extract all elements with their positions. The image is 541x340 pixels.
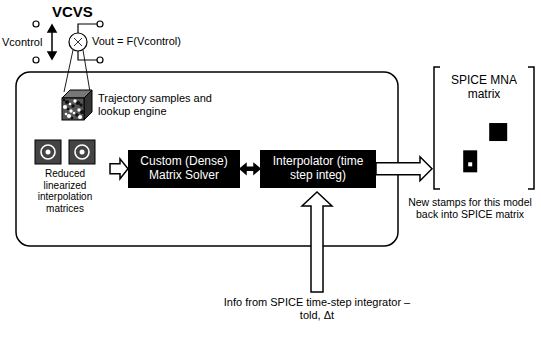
connector-arrow: [240, 164, 260, 174]
control-arrow: [48, 25, 56, 59]
annotation-label: Vout = F(Vcontrol): [92, 35, 202, 48]
matrix-icons: Reduced linearized interpolation matrice…: [20, 138, 110, 216]
node-text: Reduced linearized interpolation matrice…: [24, 168, 106, 214]
leader-line: [64, 50, 90, 92]
annotation-label: Vcontrol: [2, 36, 48, 49]
connector-arrow: [110, 159, 128, 179]
node-text: Interpolator (time step integ): [266, 155, 370, 183]
process-box: Custom (Dense) Matrix Solver: [128, 150, 240, 188]
info-arrow: [302, 192, 332, 292]
lookup-cube: [60, 88, 94, 122]
annotation-label: Info from SPICE time-step integrator – t…: [222, 296, 412, 321]
annotation-label: New stamps for this model back into SPIC…: [402, 196, 538, 220]
title-label: VCVS: [52, 3, 112, 20]
matrix-node: SPICE MNA matrix: [432, 66, 536, 190]
node-text: Custom (Dense) Matrix Solver: [134, 155, 234, 183]
process-box: Interpolator (time step integ): [260, 150, 376, 188]
connector-arrow: [376, 157, 432, 181]
lookup-engine: Trajectory samples and lookup engine: [60, 86, 220, 120]
node-text: Trajectory samples and lookup engine: [98, 92, 218, 117]
node-text: SPICE MNA matrix: [444, 74, 524, 102]
matrix-icons-symbol: [20, 138, 110, 166]
model-enclosure: [16, 72, 398, 246]
